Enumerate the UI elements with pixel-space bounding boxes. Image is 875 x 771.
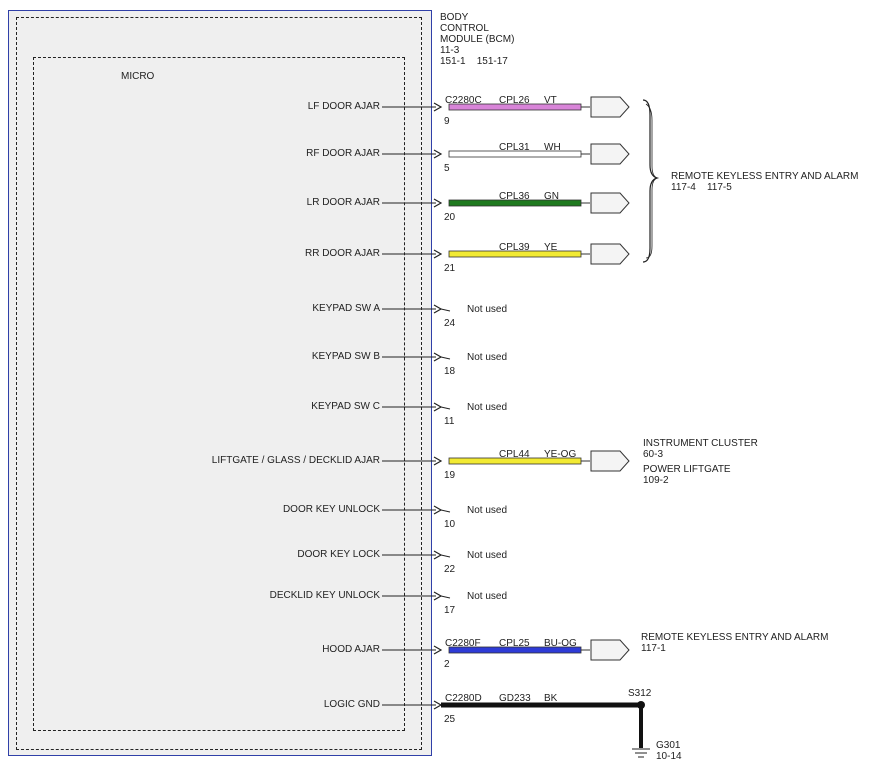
cluster-destination: INSTRUMENT CLUSTER 60-3 (643, 438, 758, 460)
pin-label: RR DOOR AJAR (304, 248, 380, 259)
open-pin-stub (440, 308, 451, 312)
pin-number: 24 (444, 318, 456, 329)
connector-id: C2280C (445, 95, 482, 106)
pin-number: 5 (444, 163, 450, 174)
pin-label: LR DOOR AJAR (306, 197, 380, 208)
module-line: CONTROL (440, 23, 489, 34)
not-used-label: Not used (467, 402, 508, 413)
pin-label: KEYPAD SW B (311, 351, 380, 362)
pin-label: KEYPAD SW C (311, 401, 380, 412)
module-line: MODULE (BCM) (440, 34, 515, 45)
pin-number: 9 (444, 116, 450, 127)
pin-number: 22 (444, 564, 456, 575)
destination-refs: 109-2 (643, 475, 669, 486)
module-line: 151-1 151-17 (440, 56, 508, 67)
module-title: BODY CONTROL MODULE (BCM) 11-3 151-1 151… (440, 12, 514, 67)
wire-color-code: YE (544, 242, 558, 253)
pin-number: 25 (444, 714, 456, 725)
pin-chevron (433, 102, 443, 112)
liftgate-destination: POWER LIFTGATE 109-2 (643, 464, 731, 486)
destination-connector (590, 192, 630, 214)
circuit-id: CPL44 (499, 449, 530, 460)
pin-label: HOOD AJAR (322, 644, 380, 655)
pin-number: 17 (444, 605, 456, 616)
rke-alarm-destination: REMOTE KEYLESS ENTRY AND ALARM 117-4 117… (671, 171, 858, 193)
destination-connector (590, 143, 630, 165)
open-pin-stub (440, 356, 451, 360)
pin-chevron (433, 456, 443, 466)
destination-connector (590, 450, 630, 472)
wire-color-code: VT (544, 95, 557, 106)
pin-label: DECKLID KEY UNLOCK (269, 590, 380, 601)
circuit-id: CPL25 (499, 638, 530, 649)
hood-rke-destination: REMOTE KEYLESS ENTRY AND ALARM 117-1 (641, 632, 828, 654)
destination-refs: 117-4 117-5 (671, 182, 732, 193)
pin-label: LOGIC GND (323, 699, 380, 710)
wire-color-code: YE-OG (544, 449, 577, 460)
pin-number: 21 (444, 263, 456, 274)
pin-number: 18 (444, 366, 456, 377)
circuit-id: GD233 (499, 693, 531, 704)
brace-bracket (642, 99, 660, 263)
pin-label: DOOR KEY LOCK (297, 549, 380, 560)
not-used-label: Not used (467, 550, 508, 561)
bcm-inner-border (16, 17, 422, 750)
destination-title: INSTRUMENT CLUSTER (643, 438, 758, 449)
open-pin-stub (440, 554, 451, 558)
micro-label: MICRO (121, 71, 155, 82)
destination-title: REMOTE KEYLESS ENTRY AND ALARM (641, 632, 829, 643)
circuit-id: CPL36 (499, 191, 530, 202)
pin-chevron (433, 249, 443, 259)
destination-connector (590, 243, 630, 265)
destination-connector (590, 96, 630, 118)
pin-label: LIFTGATE / GLASS / DECKLID AJAR (211, 455, 380, 466)
pin-number: 19 (444, 470, 456, 481)
ground-ref: 10-14 (656, 751, 682, 762)
bcm-module-box (8, 10, 432, 756)
splice-label: S312 (628, 688, 652, 699)
pin-label: KEYPAD SW A (312, 303, 380, 314)
open-pin-stub (440, 595, 451, 599)
open-pin-stub (440, 406, 451, 410)
destination-refs: 117-1 (641, 643, 666, 654)
circuit-id: CPL31 (499, 142, 530, 153)
destination-title: POWER LIFTGATE (643, 464, 731, 475)
pin-number: 10 (444, 519, 456, 530)
pin-number: 2 (444, 659, 450, 670)
wire-color-code: BK (544, 693, 558, 704)
brace-bracket (645, 103, 659, 259)
pin-chevron (433, 645, 443, 655)
ground-label: G301 10-14 (656, 740, 682, 762)
wire-color-code: WH (544, 142, 561, 153)
circuit-id: CPL26 (499, 95, 530, 106)
connector-id: C2280D (445, 693, 482, 704)
wire-color-code: BU-OG (544, 638, 577, 649)
not-used-label: Not used (467, 352, 508, 363)
not-used-label: Not used (467, 591, 508, 602)
wire-color-code: GN (544, 191, 559, 202)
pin-chevron (433, 198, 443, 208)
pin-chevron (433, 149, 443, 159)
not-used-label: Not used (467, 304, 508, 315)
ground-name: G301 (656, 740, 681, 751)
circuit-id: CPL39 (499, 242, 530, 253)
destination-title: REMOTE KEYLESS ENTRY AND ALARM (671, 171, 859, 182)
micro-box (33, 57, 405, 731)
connector-id: C2280F (445, 638, 481, 649)
pin-label: LF DOOR AJAR (307, 101, 380, 112)
module-line: BODY (440, 12, 469, 23)
pin-label: RF DOOR AJAR (306, 148, 380, 159)
pin-label: DOOR KEY UNLOCK (282, 504, 380, 515)
not-used-label: Not used (467, 505, 508, 516)
pin-number: 11 (444, 416, 455, 427)
open-pin-stub (440, 509, 451, 513)
destination-connector (590, 639, 630, 661)
module-line: 11-3 (440, 45, 460, 56)
destination-refs: 60-3 (643, 449, 664, 460)
pin-number: 20 (444, 212, 456, 223)
